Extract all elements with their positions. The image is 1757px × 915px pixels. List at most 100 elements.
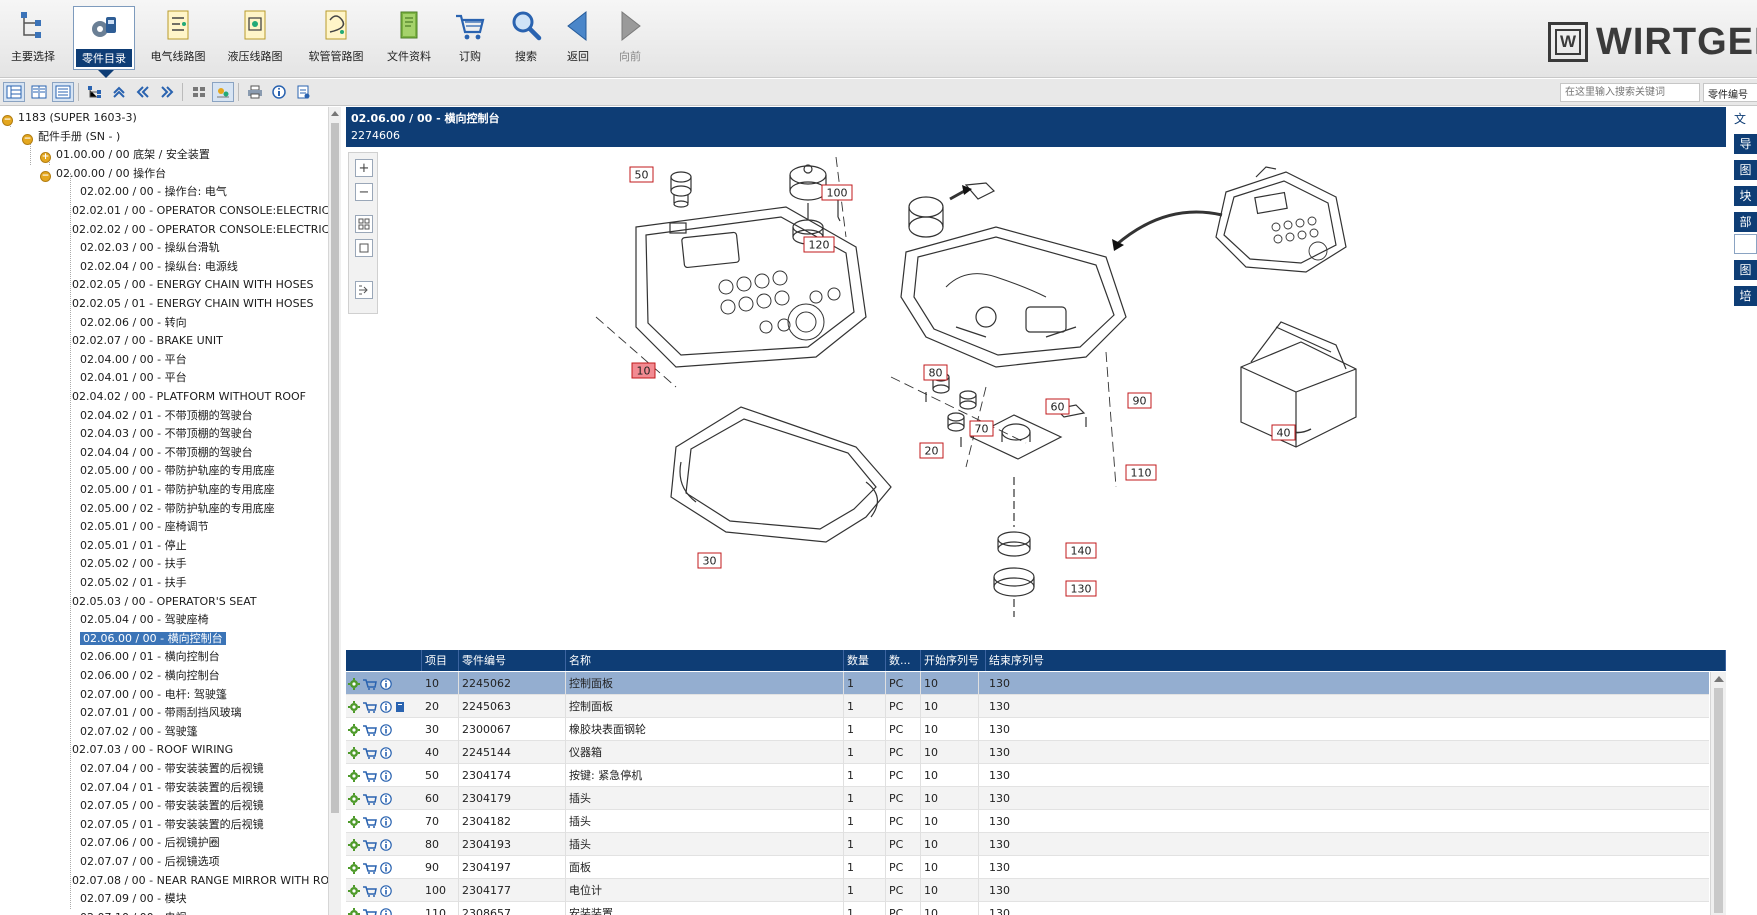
gear-icon[interactable]: [348, 862, 360, 874]
tree-node[interactable]: 02.07.06 / 00 - 后视镜护圈: [80, 834, 220, 852]
callout-70[interactable]: 70: [969, 420, 994, 437]
gear-icon[interactable]: [348, 908, 360, 915]
scroll-up-arrow[interactable]: [331, 111, 339, 116]
toolbar-electrical-diagram-button[interactable]: 电气线路图: [147, 6, 209, 70]
collapse-up-button[interactable]: [108, 82, 130, 102]
tree-node[interactable]: 02.02.01 / 00 - OPERATOR CONSOLE:ELECTRI…: [72, 202, 328, 220]
gear-icon[interactable]: [348, 885, 360, 897]
tree-node[interactable]: 02.07.07 / 00 - 后视镜选项: [80, 853, 220, 871]
tree-node[interactable]: 02.02.00 / 00 - 操作台: 电气: [80, 183, 227, 201]
expand-icon[interactable]: +: [40, 152, 51, 164]
tree-node[interactable]: 02.06.00 / 00 - 横向控制台: [80, 630, 226, 648]
info-icon[interactable]: [380, 885, 392, 897]
search-scope-select[interactable]: 零件编号: [1703, 83, 1757, 102]
column-header-part-number[interactable]: 零件编号: [459, 650, 566, 671]
tree-node[interactable]: 02.07.09 / 00 - 模块: [80, 890, 187, 908]
column-header-start-serial[interactable]: 开始序列号: [921, 650, 986, 671]
search-input[interactable]: [1560, 83, 1700, 102]
tree-node[interactable]: 02.02.02 / 00 - OPERATOR CONSOLE:ELECTRI…: [72, 221, 328, 239]
scroll-up-arrow[interactable]: [1714, 676, 1724, 682]
info-icon[interactable]: [380, 862, 392, 874]
column-header-end-serial[interactable]: 结束序列号: [986, 650, 1726, 671]
callout-110[interactable]: 110: [1125, 464, 1157, 481]
callout-20[interactable]: 20: [919, 442, 944, 459]
shopping-cart-icon[interactable]: [363, 816, 377, 828]
tree-node[interactable]: 02.04.02 / 01 - 不带顶棚的驾驶台: [80, 407, 253, 425]
right-tab-input[interactable]: [1734, 234, 1757, 254]
column-header-quantity[interactable]: 数量: [844, 650, 886, 671]
callout-100[interactable]: 100: [821, 184, 853, 201]
info-icon[interactable]: [380, 793, 392, 805]
right-tab[interactable]: 块: [1734, 186, 1757, 206]
tree-node[interactable]: 02.07.04 / 01 - 带安装装置的后视镜: [80, 779, 264, 797]
gear-icon[interactable]: [348, 701, 360, 713]
tree-node[interactable]: −1183 (SUPER 1603-3): [2, 109, 137, 127]
toolbar-order-button[interactable]: 订购: [448, 6, 492, 70]
callout-60[interactable]: 60: [1045, 398, 1070, 415]
info-icon[interactable]: [380, 770, 392, 782]
shopping-cart-icon[interactable]: [363, 793, 377, 805]
toolbar-hose-diagram-button[interactable]: 软管管路图: [305, 6, 367, 70]
right-tab[interactable]: 部: [1734, 212, 1757, 232]
tree-node[interactable]: 02.05.01 / 00 - 座椅调节: [80, 518, 209, 536]
info-icon[interactable]: [380, 701, 392, 713]
tree-node[interactable]: 02.07.05 / 01 - 带安装装置的后视镜: [80, 816, 264, 834]
gear-icon[interactable]: [348, 770, 360, 782]
zoom-out-button[interactable]: −: [355, 183, 373, 201]
callout-130[interactable]: 130: [1065, 580, 1097, 597]
tree-node[interactable]: 02.05.00 / 02 - 带防护轨座的专用底座: [80, 500, 275, 518]
gear-icon[interactable]: [348, 678, 360, 690]
shopping-cart-icon[interactable]: [363, 724, 377, 736]
tree-node[interactable]: 02.05.03 / 00 - OPERATOR'S SEAT: [72, 593, 257, 611]
tree-node[interactable]: 02.07.00 / 00 - 电杆: 驾驶篷: [80, 686, 227, 704]
tree-node[interactable]: 02.05.01 / 01 - 停止: [80, 537, 187, 555]
collapse-icon[interactable]: −: [40, 170, 51, 182]
tree-node[interactable]: 02.04.00 / 00 - 平台: [80, 351, 187, 369]
tree-node[interactable]: 02.06.00 / 01 - 横向控制台: [80, 648, 220, 666]
shopping-cart-icon[interactable]: [363, 701, 377, 713]
toolbar-forward-button[interactable]: 向前: [608, 6, 652, 70]
tree-node[interactable]: 02.05.04 / 00 - 驾驶座椅: [80, 611, 209, 629]
layout-columns-button[interactable]: [28, 82, 50, 102]
info-icon[interactable]: [380, 839, 392, 851]
right-tab[interactable]: 导: [1734, 134, 1757, 154]
callout-140[interactable]: 140: [1065, 542, 1097, 559]
gear-icon[interactable]: [348, 839, 360, 851]
tree-node[interactable]: +01.00.00 / 00 底架 / 安全装置: [40, 146, 210, 164]
tree-scrollbar[interactable]: [328, 107, 341, 915]
thumbnails-button[interactable]: [188, 82, 210, 102]
gear-icon[interactable]: [348, 793, 360, 805]
scroll-thumb[interactable]: [331, 123, 339, 813]
tree-node[interactable]: 02.02.05 / 00 - ENERGY CHAIN WITH HOSES: [72, 276, 314, 294]
gear-icon[interactable]: [348, 747, 360, 759]
layout-tree-table-button[interactable]: [3, 82, 25, 102]
toolbar-search-button[interactable]: 搜索: [504, 6, 548, 70]
toolbar-hydraulic-diagram-button[interactable]: 液压线路图: [224, 6, 286, 70]
shopping-cart-icon[interactable]: [363, 908, 377, 915]
column-header-name[interactable]: 名称: [566, 650, 844, 671]
tree-node[interactable]: 02.02.05 / 01 - ENERGY CHAIN WITH HOSES: [72, 295, 314, 313]
toolbar-documents-button[interactable]: 文件资料: [382, 6, 436, 70]
tree-node[interactable]: 02.06.00 / 02 - 横向控制台: [80, 667, 220, 685]
shopping-cart-icon[interactable]: [363, 839, 377, 851]
tree-node[interactable]: 02.05.00 / 01 - 带防护轨座的专用底座: [80, 481, 275, 499]
zoom-in-button[interactable]: +: [355, 159, 373, 177]
tree-node[interactable]: 02.05.00 / 00 - 带防护轨座的专用底座: [80, 462, 275, 480]
tree-node[interactable]: 02.07.05 / 00 - 带安装装置的后视镜: [80, 797, 264, 815]
actual-size-button[interactable]: [355, 239, 373, 257]
table-scrollbar[interactable]: [1710, 672, 1726, 915]
info-button[interactable]: [268, 82, 290, 102]
tree-node[interactable]: 02.07.01 / 00 - 带雨刮挡风玻璃: [80, 704, 242, 722]
shopping-cart-icon[interactable]: [363, 747, 377, 759]
shopping-cart-icon[interactable]: [363, 862, 377, 874]
collapse-icon[interactable]: −: [2, 115, 13, 126]
drawing-view-button[interactable]: [212, 82, 234, 102]
tree-node[interactable]: 02.02.06 / 00 - 转向: [80, 314, 187, 332]
callout-40[interactable]: 40: [1271, 424, 1296, 441]
column-header-unit[interactable]: 数...: [886, 650, 921, 671]
toolbar-main-selection-button[interactable]: 主要选择: [4, 6, 62, 70]
